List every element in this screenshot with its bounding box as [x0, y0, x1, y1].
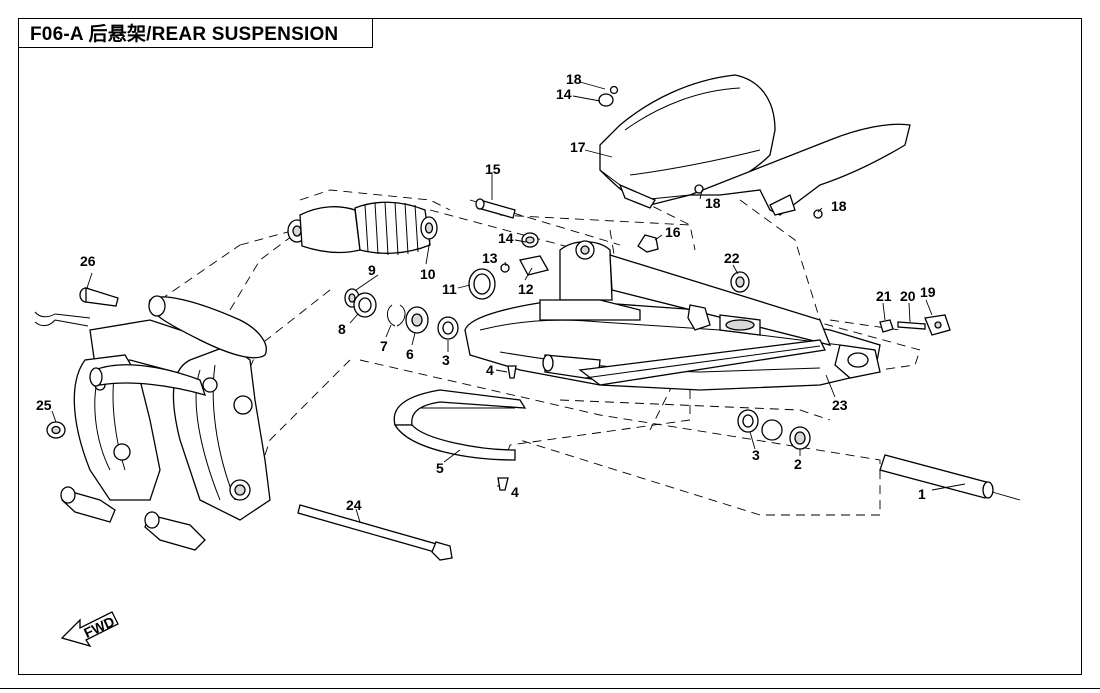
- callout-labels: 18 14 17 18 18 15 14 13 12 16 22 11 10 9…: [36, 71, 936, 513]
- callout-25: 25: [36, 397, 52, 413]
- part-14-clip-top: [598, 93, 614, 107]
- callout-9: 9: [368, 262, 376, 278]
- callout-5: 5: [436, 460, 444, 476]
- part-16-nut: [637, 234, 659, 253]
- part-7-circlip: [387, 304, 406, 327]
- part-18-screw-top: [609, 85, 619, 95]
- fwd-arrow: FWD: [60, 611, 119, 648]
- part-10-shock-absorber: [287, 201, 438, 256]
- part-21-nut: [879, 319, 894, 333]
- callout-10: 10: [420, 266, 436, 282]
- part-15-pin: [475, 198, 516, 219]
- swingarm: [464, 240, 881, 391]
- callout-4: 4: [511, 484, 519, 500]
- part-22-bush: [730, 271, 750, 293]
- part-18-screw-right: [813, 209, 823, 219]
- callout-8: 8: [338, 321, 346, 337]
- bottom-divider: [0, 688, 1100, 689]
- part-26-bolt: [79, 287, 119, 307]
- part-5-chain-guide: [393, 389, 527, 461]
- page-title: F06-A 后悬架/REAR SUSPENSION: [30, 24, 339, 45]
- part-3-spacer-lower: [737, 409, 759, 433]
- leader-lines: [51, 81, 966, 523]
- part-11-seal-ring: [468, 268, 496, 300]
- part-4-screws: [497, 365, 517, 491]
- part-18-screw-mid: [694, 184, 704, 194]
- callout-16: 16: [665, 224, 681, 240]
- callout-14: 14: [498, 230, 514, 246]
- callout-17: 17: [570, 139, 586, 155]
- callout-11: 11: [442, 281, 457, 297]
- diagram-frame: [18, 18, 1082, 675]
- callout-18: 18: [831, 198, 847, 214]
- callout-19: 19: [920, 284, 936, 300]
- part-25-nut: [46, 421, 66, 439]
- callout-1: 1: [918, 486, 926, 502]
- callout-23: 23: [832, 397, 848, 413]
- fwd-label: FWD: [81, 613, 117, 641]
- callout-4: 4: [486, 362, 494, 378]
- callout-18: 18: [705, 195, 721, 211]
- callout-3: 3: [752, 447, 760, 463]
- callout-6: 6: [406, 346, 414, 362]
- callout-24: 24: [346, 497, 362, 513]
- part-6-bearing: [405, 306, 429, 334]
- title-box: F06-A 后悬架/REAR SUSPENSION: [18, 18, 373, 48]
- callout-18: 18: [566, 71, 582, 87]
- part-17-rear-fender: [599, 74, 911, 216]
- callout-12: 12: [518, 281, 534, 297]
- part-13-bolt: [500, 263, 510, 273]
- part-14-clip-upper: [521, 232, 539, 248]
- part-19-adjuster-block: [924, 314, 951, 336]
- part-8-bush: [353, 292, 377, 318]
- part-2-seal-lower: [761, 419, 811, 450]
- callout-13: 13: [482, 250, 498, 266]
- part-12-bracket: [519, 255, 549, 276]
- part-20-adjuster-bolt: [897, 321, 926, 330]
- callout-26: 26: [80, 253, 96, 269]
- callout-22: 22: [724, 250, 740, 266]
- callout-3: 3: [442, 352, 450, 368]
- part-3-spacer-upper: [437, 316, 459, 340]
- callout-2: 2: [794, 456, 802, 472]
- callout-7: 7: [380, 338, 388, 354]
- callout-14: 14: [556, 86, 572, 102]
- callout-15: 15: [485, 161, 501, 177]
- part-1-pivot-shaft: [879, 454, 1021, 501]
- callout-20: 20: [900, 288, 916, 304]
- part-24-long-bolt: [297, 504, 453, 561]
- frame-section: [34, 295, 271, 551]
- callout-21: 21: [876, 288, 892, 304]
